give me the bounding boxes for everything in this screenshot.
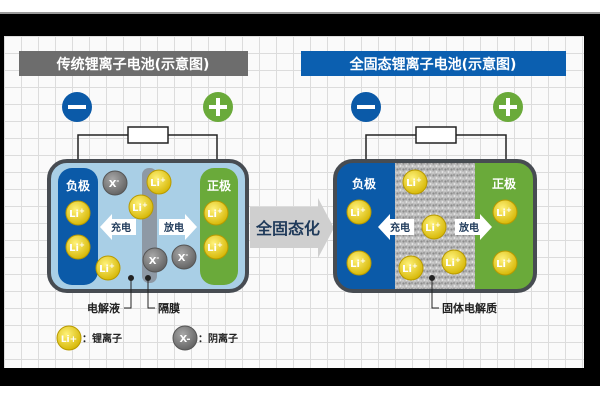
discharge-label: 放电 bbox=[458, 221, 479, 234]
anion-symbol: X- bbox=[149, 254, 160, 267]
lithium-ion-icon: Li+ bbox=[203, 234, 229, 260]
conversion-arrow-icon bbox=[250, 198, 334, 258]
right-title: 全固态锂离子电池(示意图) bbox=[349, 56, 517, 73]
lithium-ion-icon: Li+ bbox=[65, 200, 91, 226]
lithium-ion-icon: Li+ bbox=[346, 199, 372, 225]
separator-label: 隔膜 bbox=[158, 301, 180, 315]
plus-terminal-icon bbox=[203, 92, 233, 122]
negative-label: 负极 bbox=[66, 178, 91, 193]
conversion-label: 全固态化 bbox=[255, 219, 320, 238]
resistor-icon bbox=[415, 126, 457, 144]
anion-icon: X- bbox=[142, 247, 168, 273]
electrolyte-callout bbox=[124, 275, 155, 309]
left-circuit-wire bbox=[77, 126, 218, 162]
right-circuit-wire bbox=[365, 126, 507, 162]
minus-terminal-icon bbox=[351, 92, 381, 122]
top-edge-line bbox=[0, 12, 600, 14]
positive-label: 正极 bbox=[492, 176, 517, 191]
resistor-icon bbox=[127, 126, 169, 144]
discharge-label: 放电 bbox=[163, 221, 184, 234]
legend-li-text: ：锂离子 bbox=[82, 332, 122, 345]
solid-electrolyte-label: 固体电解质 bbox=[442, 301, 497, 315]
discharge-arrow-icon bbox=[455, 214, 492, 240]
lithium-ion-icon: Li+ bbox=[402, 169, 428, 195]
anion-icon: X- bbox=[102, 170, 128, 196]
left-title: 传统锂离子电池(示意图) bbox=[56, 56, 210, 73]
negative-label: 负极 bbox=[352, 176, 377, 191]
legend-x-symbol: X- bbox=[179, 334, 190, 345]
lithium-ion-icon: Li+ bbox=[128, 194, 154, 220]
positive-label: 正极 bbox=[207, 178, 232, 193]
left-title-bar: 传统锂离子电池(示意图) bbox=[19, 51, 248, 76]
lithium-ion-icon: Li+ bbox=[492, 199, 518, 225]
electrolyte-label: 电解液 bbox=[87, 301, 121, 315]
lithium-ion-icon: Li+ bbox=[492, 250, 518, 276]
legend-anion-icon: X- bbox=[172, 325, 198, 351]
charge-label: 充电 bbox=[111, 221, 131, 234]
charge-label: 充电 bbox=[390, 221, 410, 234]
legend-li-symbol: Li+ bbox=[61, 335, 77, 345]
solid-electrolyte-callout bbox=[429, 275, 439, 309]
right-ions: Li+ Li+ Li+ Li+ Li+ Li+ Li+ Li+ bbox=[346, 169, 518, 281]
traditional-battery: 负极 正极 充电 放电 bbox=[47, 159, 249, 293]
lithium-ion-icon: Li+ bbox=[203, 200, 229, 226]
lithium-ion-icon: Li+ bbox=[95, 255, 121, 281]
discharge-arrow-icon bbox=[159, 214, 197, 240]
lithium-ion-icon: Li+ bbox=[398, 255, 424, 281]
lithium-ion-icon: Li+ bbox=[441, 249, 467, 275]
minus-terminal-icon bbox=[62, 92, 92, 122]
plus-terminal-icon bbox=[493, 92, 523, 122]
legend-lithium-ion-icon: Li+ bbox=[56, 325, 82, 351]
legend: Li+ X- bbox=[56, 325, 198, 351]
charge-arrow-icon bbox=[378, 214, 414, 240]
negative-electrode bbox=[58, 168, 98, 285]
charge-arrow-icon bbox=[100, 214, 136, 240]
anion-symbol: X- bbox=[109, 177, 120, 190]
right-title-bar: 全固态锂离子电池(示意图) bbox=[301, 51, 566, 76]
legend-x-text: ：阴离子 bbox=[198, 332, 238, 345]
anion-icon: X- bbox=[171, 244, 197, 270]
anion-symbol: X- bbox=[178, 251, 189, 264]
lithium-ion-icon: Li+ bbox=[421, 214, 447, 240]
lithium-ion-icon: Li+ bbox=[346, 250, 372, 276]
left-ions: Li+Li+Li+Li+Li+Li+Li+X-X-X- bbox=[65, 169, 229, 281]
lithium-ion-icon: Li+ bbox=[65, 234, 91, 260]
lithium-ion-icon: Li+ bbox=[146, 169, 172, 195]
